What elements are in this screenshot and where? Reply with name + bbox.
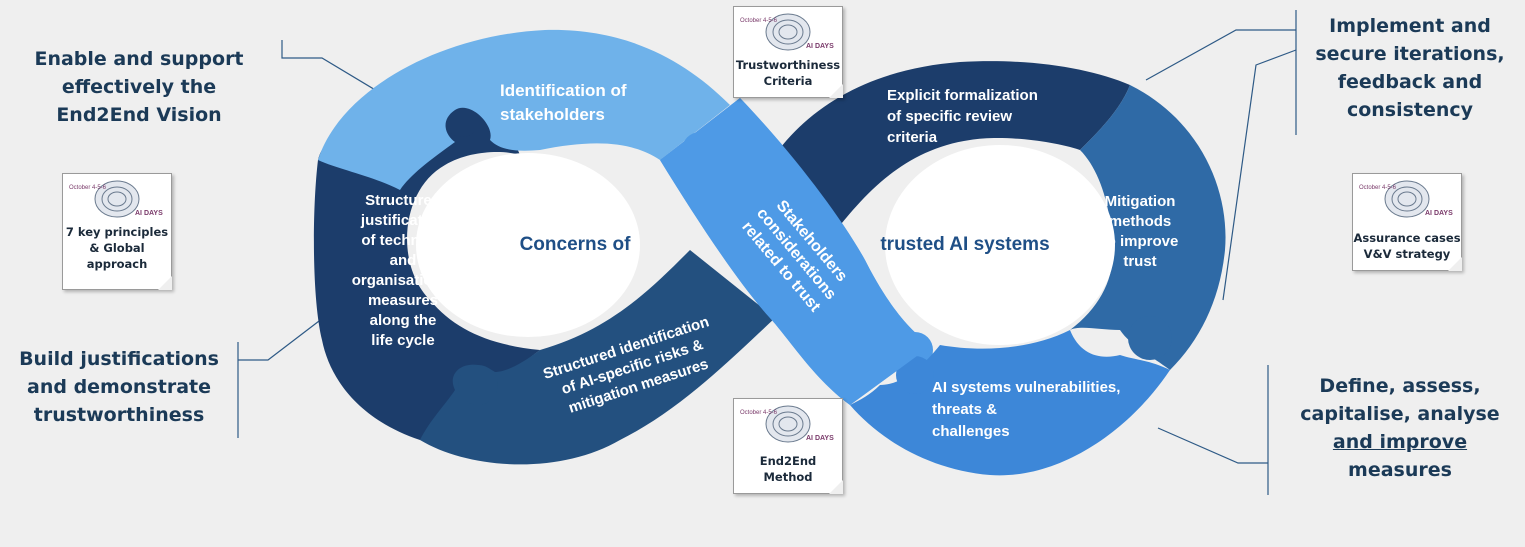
ai-days-logo: October 4-5-6 AI DAYS [69, 180, 163, 218]
ai-days-logo: October 4-5-6 AI DAYS [740, 13, 834, 51]
mitigation-line-3: to improve [1102, 233, 1179, 250]
svg-text:October 4-5-6: October 4-5-6 [740, 18, 778, 24]
callout-implement-secure: Implement and secure iterations, feedbac… [1315, 15, 1505, 121]
svg-text:AI DAYS: AI DAYS [135, 210, 163, 217]
page-fold [829, 84, 843, 98]
segment-explicit-formalization-shape [768, 61, 1130, 238]
justification-line-8: life cycle [371, 332, 434, 349]
connector-enable [281, 40, 393, 101]
label-identification: Identification of stakeholders [500, 81, 627, 124]
label-explicit-formalization: Explicit formalization of specific revie… [887, 87, 1038, 146]
identification-line-2: stakeholders [500, 105, 605, 124]
badge-trustworthiness-criteria: October 4-5-6 AI DAYS Trustworthiness Cr… [733, 6, 843, 98]
badge-assurance-cases: October 4-5-6 AI DAYS Assurance cases V&… [1352, 173, 1462, 271]
label-mitigation-methods: Mitigation methods to improve trust [1102, 193, 1179, 270]
label-structured-justification: Structured justification of technical an… [352, 192, 455, 349]
vulnerabilities-line-3: challenges [932, 423, 1010, 440]
formalization-line-2: of specific review [887, 108, 1012, 125]
ai-days-logo: October 4-5-6 AI DAYS [740, 405, 834, 443]
callout-define-assess: Define, assess, capitalise, analyse and … [1300, 375, 1500, 481]
svg-text:AI DAYS: AI DAYS [1425, 210, 1453, 217]
callout-build-justifications: Build justifications and demonstrate tru… [19, 348, 219, 426]
infinity-hole-right [885, 145, 1115, 345]
svg-text:AI DAYS: AI DAYS [806, 43, 834, 50]
mitigation-line-2: methods [1109, 213, 1172, 230]
puzzle-knob-right [1128, 316, 1172, 360]
justification-line-6: measures [368, 292, 438, 309]
segment-structured-identification-shape [420, 250, 775, 465]
formalization-line-3: criteria [887, 129, 938, 146]
vulnerabilities-line-1: AI systems vulnerabilities, [932, 379, 1120, 396]
page-fold [829, 480, 843, 494]
svg-text:October 4-5-6: October 4-5-6 [69, 185, 107, 191]
segment-identification-shape [318, 29, 730, 191]
segment-mitigation-methods-shape [1070, 85, 1226, 370]
page-fold [1448, 257, 1462, 271]
formalization-line-1: Explicit formalization [887, 87, 1038, 104]
page-fold [158, 276, 172, 290]
puzzle-knob-bottom-left [458, 365, 498, 405]
connector-lines [237, 10, 1297, 495]
justification-line-7: along the [370, 312, 437, 329]
label-vulnerabilities: AI systems vulnerabilities, threats & ch… [932, 379, 1120, 440]
svg-text:October 4-5-6: October 4-5-6 [1359, 185, 1397, 191]
ai-days-logo: October 4-5-6 AI DAYS [1359, 180, 1453, 218]
puzzle-knob-bottom-right [896, 356, 934, 394]
callout-enable-support: Enable and support effectively the End2E… [34, 48, 244, 126]
mitigation-line-4: trust [1123, 253, 1156, 270]
infinity-hole-left [416, 153, 640, 337]
justification-line-1: Structured [365, 192, 441, 209]
identification-line-1: Identification of [500, 81, 627, 100]
connector-define [1157, 365, 1269, 495]
justification-line-4: and [390, 252, 417, 269]
justification-line-3: of technical [361, 232, 444, 249]
connector-implement-low [1222, 49, 1297, 301]
badge-key-principles: October 4-5-6 AI DAYS 7 key principles &… [62, 173, 172, 290]
connector-implement-top [1145, 10, 1297, 135]
svg-text:October 4-5-6: October 4-5-6 [740, 410, 778, 416]
justification-line-5: organisational [352, 272, 455, 289]
svg-text:AI DAYS: AI DAYS [806, 435, 834, 442]
center-label-concerns: Concerns of [520, 234, 632, 255]
segment-middle-overlay [660, 98, 932, 405]
segment-structured-justification-shape [313, 100, 540, 440]
mitigation-line-1: Mitigation [1105, 193, 1176, 210]
connector-build [237, 304, 341, 438]
center-label-trusted: trusted AI systems [880, 234, 1049, 255]
vulnerabilities-line-2: threats & [932, 401, 997, 418]
justification-line-2: justification [360, 212, 445, 229]
badge-end2end-method: October 4-5-6 AI DAYS End2End Method [733, 398, 843, 494]
